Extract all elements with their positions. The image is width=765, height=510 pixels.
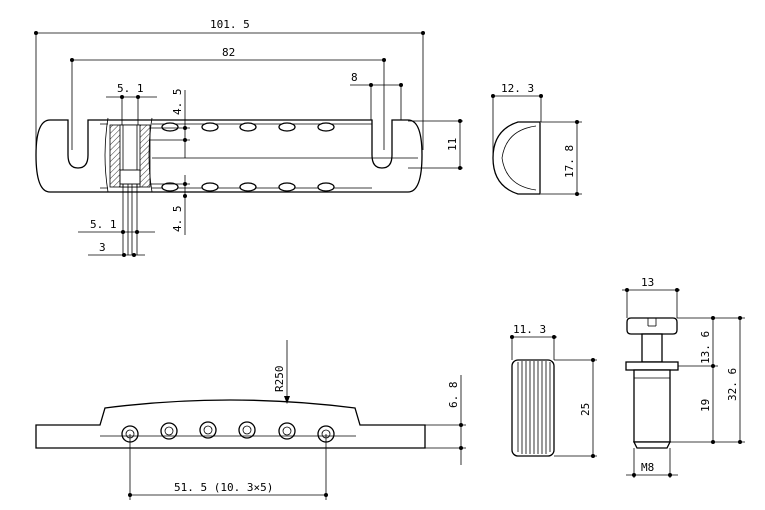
stud-flange: [625, 361, 679, 371]
stud-projection: [122, 184, 138, 255]
front-view: R250 6. 8 51. 5 (10. 3×5): [35, 340, 466, 500]
slot-depth-label: 11: [446, 138, 459, 151]
string-spacing-label: 51. 5 (10. 3×5): [174, 481, 273, 494]
stud-view: 13 13. 6 19 32. 6 M8: [622, 276, 745, 478]
dim-overall-length: 101. 5: [34, 18, 425, 150]
stud-neck: [641, 333, 663, 363]
overall-length-label: 101. 5: [210, 18, 250, 31]
stud-shaft-length-label: 19: [699, 399, 712, 412]
front-height-label: 6. 8: [447, 382, 460, 409]
thumbwheel-body: [511, 359, 555, 457]
front-string-holes: [100, 421, 356, 443]
end-view: 12. 3 17. 8: [491, 82, 582, 196]
stud-thread-label: 3: [99, 241, 106, 254]
hole-offset-top-label: 4. 5: [171, 89, 184, 116]
thumbwheel-view: 11. 3 25: [510, 323, 597, 458]
stud-head-height-label: 13. 6: [699, 331, 712, 364]
dim-hole-offset-bottom: 4. 5: [150, 175, 190, 235]
dim-hole-offset-top: 4. 5: [150, 89, 190, 158]
dim-slot-width: 8: [350, 71, 403, 120]
dim-section-width-top: 5. 1: [106, 82, 157, 125]
end-width-label: 12. 3: [501, 82, 534, 95]
end-profile: [492, 121, 541, 195]
top-view: 101. 5 82 8 11: [34, 18, 463, 257]
stud-head-diameter-label: 13: [641, 276, 654, 289]
slot-width-label: 8: [351, 71, 358, 84]
thumbwheel-knurl: [517, 361, 551, 454]
stud-width-label: 5. 1: [90, 218, 117, 231]
post-spacing-label: 82: [222, 46, 235, 59]
stud-thread-label: M8: [641, 461, 654, 474]
hole-offset-bottom-label: 4. 5: [171, 206, 184, 233]
stud-shaft: [633, 369, 671, 443]
dim-stud-thread: 3: [88, 241, 145, 257]
end-height-label: 17. 8: [563, 145, 576, 178]
section-width-top-label: 5. 1: [117, 82, 144, 95]
tailpiece-front-body: [35, 399, 426, 449]
radius-label: R250: [273, 366, 286, 393]
string-holes-bottom: [161, 182, 335, 192]
thumbwheel-diameter-label: 11. 3: [513, 323, 546, 336]
dim-stud-width: 5. 1: [78, 218, 155, 234]
stud-total-length-label: 32. 6: [726, 368, 739, 401]
tailpiece-top-body: [35, 119, 423, 193]
stud-tip: [632, 441, 672, 449]
thumbwheel-height-label: 25: [579, 403, 592, 416]
cross-section: [104, 117, 153, 193]
dim-slot-depth: 11: [408, 119, 463, 170]
string-holes-top: [161, 122, 335, 132]
dim-post-spacing: 82: [70, 46, 386, 150]
